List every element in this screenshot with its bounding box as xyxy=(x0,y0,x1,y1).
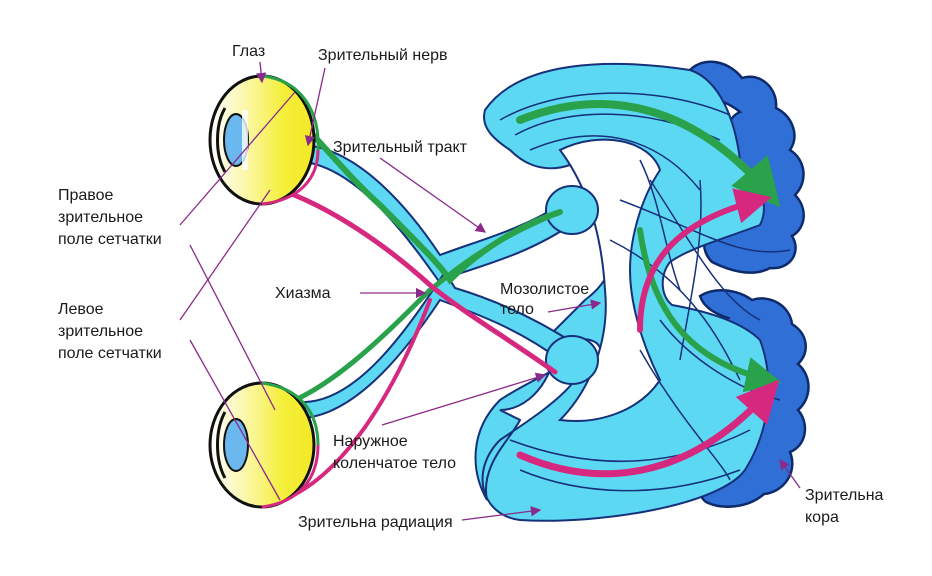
lens-lower xyxy=(223,418,249,472)
label-optic-tract: Зрительный тракт xyxy=(333,139,468,156)
labels: Глаз Зрительный нерв Зрительный тракт Пр… xyxy=(58,43,884,531)
label-eye: Глаз xyxy=(232,43,265,60)
label-left-field-2: зрительное xyxy=(58,323,143,340)
label-lgn-1: Наружное xyxy=(333,433,408,450)
label-right-field-1: Правое xyxy=(58,187,114,204)
label-radiation: Зрительна радиация xyxy=(298,514,453,531)
label-corpus-1: Мозолистое xyxy=(500,281,589,298)
label-chiasm: Хиазма xyxy=(275,285,331,302)
label-optic-nerve: Зрительный нерв xyxy=(318,47,448,64)
label-pointers xyxy=(179,61,801,521)
fiber-pathways xyxy=(262,95,782,507)
label-corpus-2: тело xyxy=(500,301,534,318)
label-left-field-1: Левое xyxy=(58,301,104,318)
eye-lower xyxy=(208,381,320,509)
label-cortex-2: кора xyxy=(805,509,839,526)
optic-radiation-body xyxy=(474,62,770,522)
label-right-field-2: зрительное xyxy=(58,209,143,226)
label-cortex-1: Зрительна xyxy=(805,487,884,504)
label-left-field-3: поле сетчатки xyxy=(58,345,162,362)
lgn-upper xyxy=(545,185,599,235)
label-right-field-3: поле сетчатки xyxy=(58,231,162,248)
label-lgn-2: коленчатое тело xyxy=(333,455,456,472)
lgn-lower xyxy=(545,335,599,385)
magenta-fiber-path xyxy=(262,182,558,375)
eye-upper xyxy=(208,74,320,206)
